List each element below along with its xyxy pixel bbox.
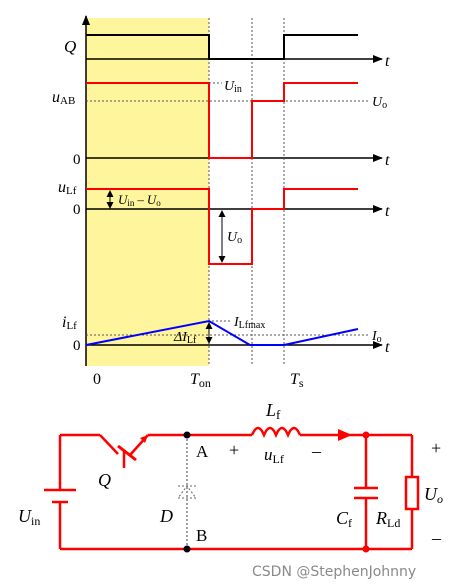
ulf-t-label: t <box>385 203 390 220</box>
resistor-rld <box>404 475 420 511</box>
uab-zero-label: 0 <box>73 152 81 168</box>
uo-circuit-label: Uo <box>424 484 443 506</box>
transistor-emitter-arrow <box>140 435 148 443</box>
transistor-q <box>99 434 149 468</box>
inductor-lf <box>250 426 302 439</box>
uin-circuit-label: Uin <box>18 506 40 528</box>
ulf-zero-label: 0 <box>73 202 81 218</box>
origin-label: 0 <box>93 371 101 388</box>
ulf-circuit-label: uLf <box>264 445 284 466</box>
ilf-label: iLf <box>62 314 77 332</box>
cf-label: Cf <box>336 508 352 530</box>
q-label: Q <box>64 37 76 56</box>
cap-bottom-dot <box>362 545 370 553</box>
ulf-minus-label: – <box>311 441 322 461</box>
rld-label: RLd <box>375 508 400 530</box>
uo-amplitude-label: Uo <box>227 230 242 246</box>
node-a-dot <box>183 431 191 439</box>
node-a-label: A <box>196 442 209 461</box>
uab-waveform <box>86 82 358 159</box>
ilf-waveform <box>85 319 359 346</box>
uab-t-label: t <box>385 152 390 169</box>
uo-label: Uo <box>372 95 387 111</box>
diode-symbol <box>177 485 197 499</box>
cap-top-dot <box>362 431 370 439</box>
ilfmax-label: ILfmax <box>233 315 265 331</box>
node-b-label: B <box>196 526 207 545</box>
ulf-label: uLf <box>58 179 77 197</box>
q-t-label: t <box>385 53 390 70</box>
delta-ilf-label: ΔILf <box>173 330 197 346</box>
out-minus-label: – <box>431 528 442 548</box>
ulf-waveform <box>86 188 358 265</box>
q-waveform <box>86 34 358 60</box>
watermark: CSDN @StephenJohnny <box>252 564 416 580</box>
q-circuit-label: Q <box>98 470 111 490</box>
ts-label: Ts <box>290 371 304 390</box>
uin-label: Uin <box>224 79 242 95</box>
buck-circuit <box>58 433 414 551</box>
ilf-t-label: t <box>385 339 390 356</box>
lf-label: Lf <box>265 400 281 422</box>
ulf-plus-label: + <box>229 440 239 460</box>
io-label: Io <box>371 329 382 345</box>
node-b-dot <box>183 545 191 553</box>
ton-label: Ton <box>190 371 211 390</box>
diff-label: Uin–Uo <box>118 192 161 208</box>
current-arrow <box>338 429 352 441</box>
d-label: D <box>159 506 173 526</box>
uab-label: uAB <box>52 89 75 107</box>
out-plus-label: + <box>431 438 441 458</box>
ilf-zero-label: 0 <box>73 338 81 354</box>
